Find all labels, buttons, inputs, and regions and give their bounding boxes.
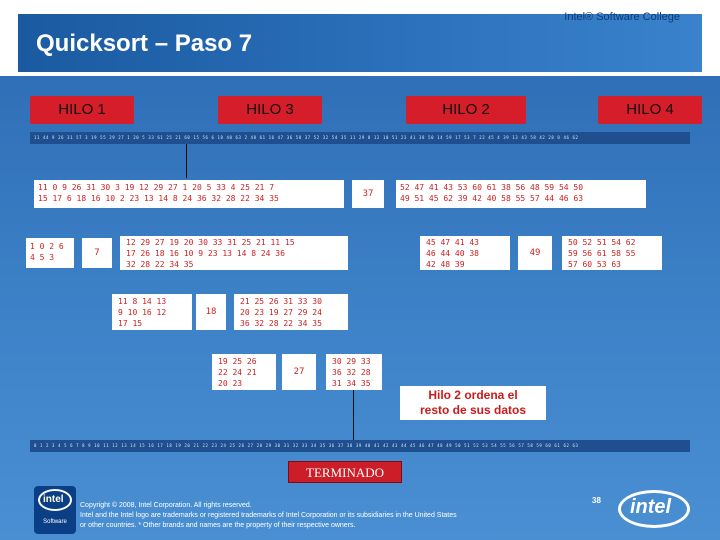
thread-label-3: HILO 3 — [218, 96, 322, 124]
partition-row: 1 0 2 6 — [30, 242, 64, 251]
copyright-notice: Copyright © 2008, Intel Corporation. All… — [80, 501, 590, 531]
header-band — [18, 8, 702, 72]
thread-label-2: HILO 2 — [406, 96, 526, 124]
unsorted-array-strip: 11 44 9 26 31 57 3 19 55 29 27 1 20 5 33… — [30, 132, 690, 144]
logo-text: intel — [630, 496, 672, 518]
partition-level2-c: 45 47 41 43 46 44 40 38 42 48 39 — [420, 236, 510, 270]
partition-row: 11 8 14 13 — [118, 297, 167, 306]
slide-footer: intel Software Copyright © 2008, Intel C… — [0, 484, 720, 540]
pivot-level3: 18 — [196, 294, 226, 330]
partition-row: 22 24 21 — [218, 368, 257, 377]
partition-row: 19 25 26 — [218, 357, 257, 366]
partition-level3-a: 11 8 14 13 9 10 16 12 17 15 — [112, 294, 192, 330]
partition-row: 4 5 3 — [30, 253, 55, 262]
partition-row: 9 10 16 12 — [118, 308, 167, 317]
intel-software-logo: intel Software — [34, 486, 76, 534]
partition-level2-d: 50 52 51 54 62 59 56 61 58 55 57 60 53 6… — [562, 236, 662, 270]
partition-row: 50 52 51 54 62 — [568, 238, 636, 247]
partition-row: 52 47 41 43 53 60 61 38 56 48 59 54 50 — [400, 183, 584, 192]
partition-row: 21 25 26 31 33 30 — [240, 297, 322, 306]
partition-level2-a: 1 0 2 6 4 5 3 — [26, 238, 74, 268]
partition-row: 12 29 27 19 20 30 33 31 25 21 11 15 — [126, 238, 295, 247]
partition-row: 36 32 28 — [332, 368, 371, 377]
partition-row: 46 44 40 38 — [426, 249, 479, 258]
thread-note: Hilo 2 ordena el resto de sus datos — [400, 386, 546, 420]
partition-row: 36 32 28 22 34 35 — [240, 319, 322, 328]
thread-label-1: HILO 1 — [30, 96, 134, 124]
partition-row: 15 17 6 18 16 10 2 23 13 14 8 24 36 32 2… — [38, 194, 279, 203]
intel-logo: intel — [618, 490, 690, 532]
partition-left-level1: 11 0 9 26 31 30 3 19 12 29 27 1 20 5 33 … — [34, 180, 344, 208]
logo-text: intel — [43, 494, 64, 505]
partition-row: 17 26 18 16 10 9 23 13 14 8 24 36 — [126, 249, 285, 258]
partition-row: 20 23 19 27 29 24 — [240, 308, 322, 317]
slide-title: Quicksort – Paso 7 — [36, 30, 253, 57]
logo-ring-icon — [38, 489, 72, 511]
note-line: resto de sus datos — [419, 403, 527, 417]
pivot-level2-c: 49 — [518, 236, 552, 270]
note-line: Hilo 2 ordena el — [428, 388, 518, 402]
partition-row: 49 51 45 62 39 42 40 58 55 57 44 46 63 — [400, 194, 584, 203]
copyright-line: Intel and the Intel logo are trademarks … — [80, 512, 457, 519]
header-top-strip — [18, 0, 702, 14]
logo-subtitle: Software — [43, 519, 67, 525]
partition-row: 32 28 22 34 35 — [126, 260, 194, 269]
partition-level4-a: 19 25 26 22 24 21 20 23 — [212, 354, 276, 390]
brand-label: Intel® Software College — [564, 11, 680, 23]
pivot-level2-a: 7 — [82, 238, 112, 268]
thread-label-4: HILO 4 — [598, 96, 702, 124]
slide-header: Intel® Software College Quicksort – Paso… — [0, 0, 720, 76]
connector — [353, 390, 354, 440]
logo-ring-icon — [618, 490, 690, 528]
partition-row: 45 47 41 43 — [426, 238, 479, 247]
partition-row: 11 0 9 26 31 30 3 19 12 29 27 1 20 5 33 … — [38, 183, 275, 192]
partition-level2-b: 12 29 27 19 20 30 33 31 25 21 11 15 17 2… — [120, 236, 348, 270]
pivot-level4: 27 — [282, 354, 316, 390]
partition-level4-b: 30 29 33 36 32 28 31 34 35 — [326, 354, 382, 390]
partition-level3-b: 21 25 26 31 33 30 20 23 19 27 29 24 36 3… — [234, 294, 348, 330]
copyright-line: Copyright © 2008, Intel Corporation. All… — [80, 502, 252, 509]
done-label: TERMINADO — [288, 461, 402, 483]
page-number: 38 — [592, 496, 601, 505]
connector — [186, 144, 187, 178]
partition-row: 57 60 53 63 — [568, 260, 621, 269]
partition-right-level1: 52 47 41 43 53 60 61 38 56 48 59 54 50 4… — [396, 180, 646, 208]
partition-row: 59 56 61 58 55 — [568, 249, 636, 258]
partition-row: 20 23 — [218, 379, 243, 388]
pivot-level1: 37 — [352, 180, 384, 208]
partition-row: 17 15 — [118, 319, 143, 328]
partition-row: 42 48 39 — [426, 260, 465, 269]
partition-row: 30 29 33 — [332, 357, 371, 366]
sorted-array-strip: 0 1 2 3 4 5 6 7 8 9 10 11 12 13 14 15 16… — [30, 440, 690, 452]
partition-row: 31 34 35 — [332, 379, 371, 388]
copyright-line: or other countries. * Other brands and n… — [80, 522, 356, 529]
